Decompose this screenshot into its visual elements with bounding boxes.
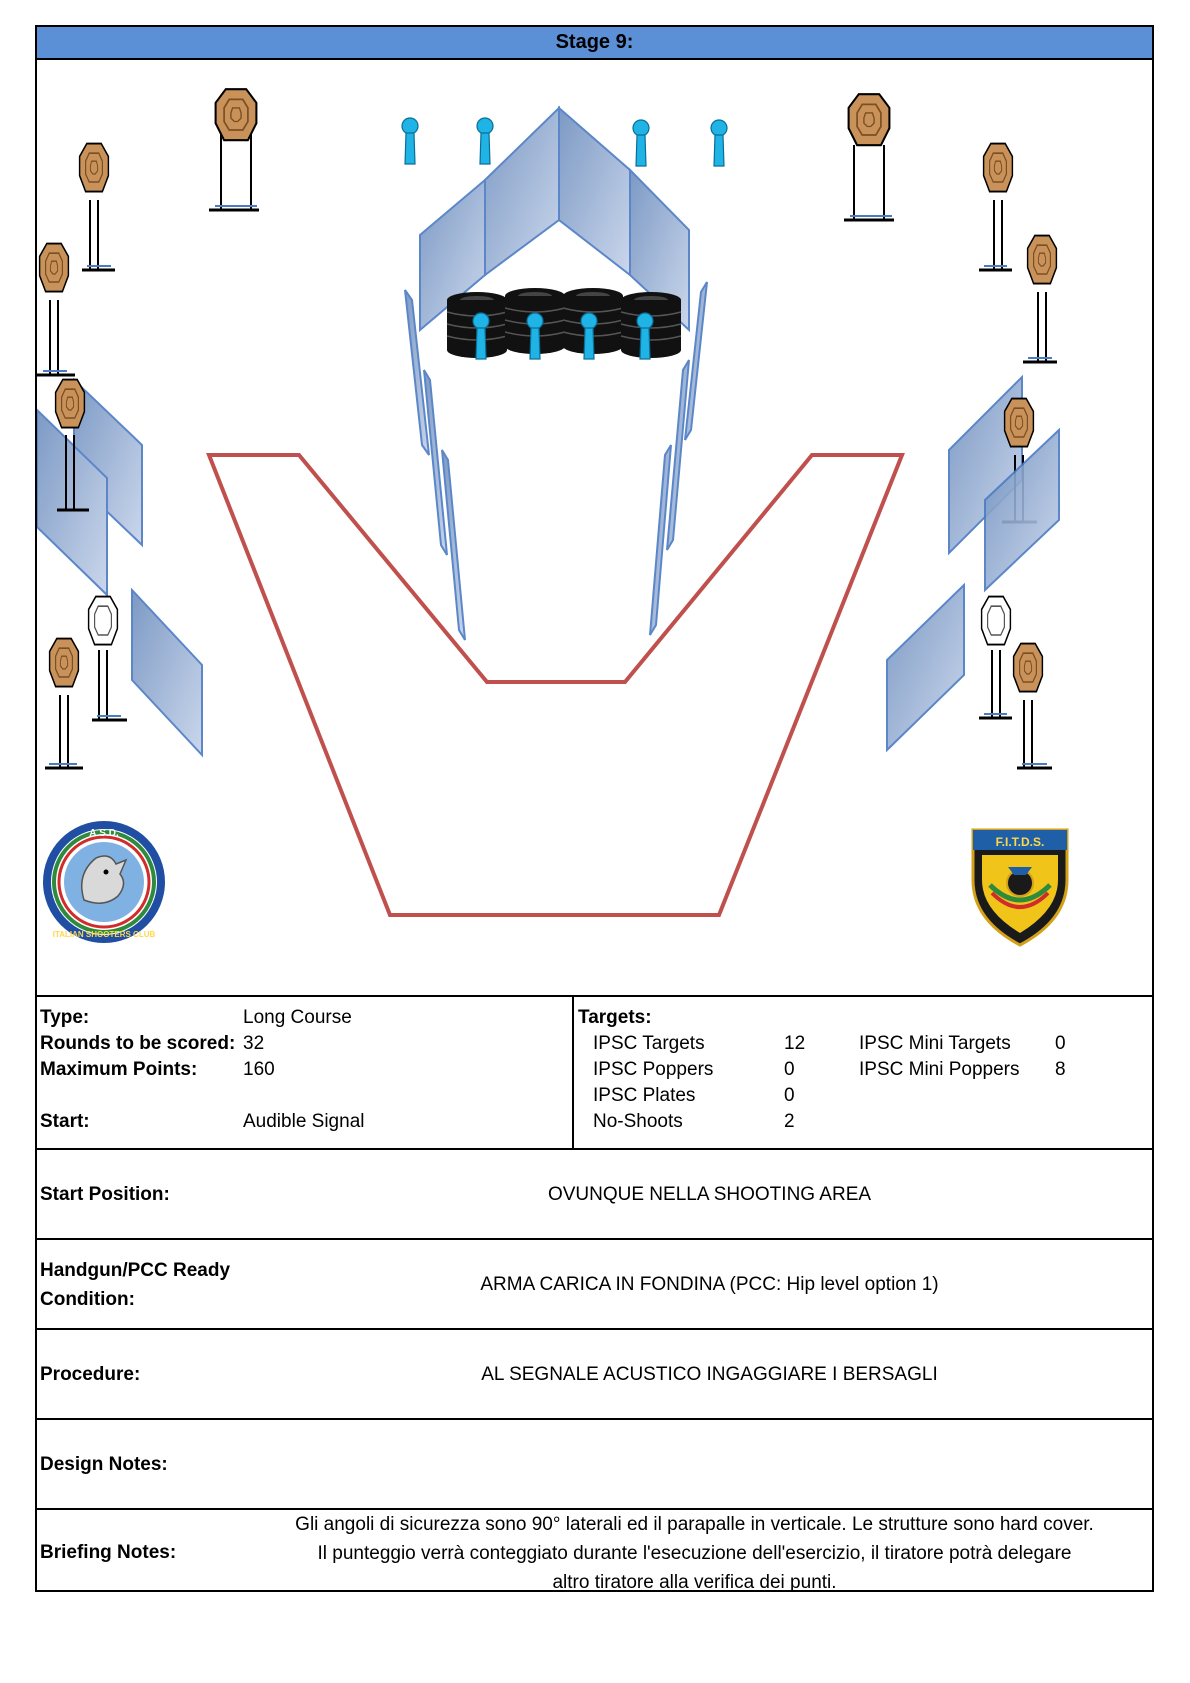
rounds-label: Rounds to be scored: — [40, 1033, 236, 1054]
target-count: 0 — [784, 1085, 795, 1106]
club-logo: A.S.D. ITALIAN SHOOTERS CLUB — [43, 821, 165, 943]
no-shoot-icon — [87, 595, 127, 722]
info-divider — [572, 997, 574, 1148]
rounds-value: 32 — [243, 1033, 265, 1054]
target-name: IPSC Poppers — [593, 1059, 714, 1080]
briefing-notes-line3: altro tiratore alla verifica dei punti. — [552, 1572, 837, 1593]
no-shoot-icon — [979, 595, 1012, 720]
mini-popper-icon — [476, 117, 494, 165]
start-position-value: OVUNQUE NELLA SHOOTING AREA — [547, 1184, 872, 1205]
ready-condition-value: ARMA CARICA IN FONDINA (PCC: Hip level o… — [480, 1274, 939, 1295]
ipsc-target-icon — [979, 142, 1014, 272]
mini-popper-icon — [710, 119, 728, 167]
max-points-value: 160 — [243, 1059, 275, 1080]
target-count: 2 — [784, 1111, 795, 1132]
target-count: 12 — [784, 1033, 806, 1054]
design-notes-row: Design Notes: — [37, 1420, 1152, 1510]
target-name: IPSC Targets — [593, 1033, 705, 1054]
procedure-label: Procedure: — [40, 1364, 141, 1385]
club-logo-top-text: A.S.D. — [89, 828, 119, 839]
ipsc-target-icon — [844, 93, 894, 222]
ipsc-target-icon — [78, 142, 115, 272]
target-count: 0 — [1055, 1033, 1066, 1054]
stage-info: Type: Long Course Rounds to be scored: 3… — [37, 995, 1152, 1150]
ready-condition-label-line1: Handgun/PCC Ready — [40, 1260, 231, 1281]
target-name: IPSC Plates — [593, 1085, 696, 1106]
mini-popper-icon — [401, 117, 419, 165]
ready-condition-row: Handgun/PCC Ready Condition: ARMA CARICA… — [37, 1240, 1152, 1330]
target-count: 8 — [1055, 1059, 1066, 1080]
wall-panel-icon — [131, 587, 203, 758]
stage-sheet: Stage 9: — [35, 25, 1154, 1593]
briefing-notes-line2: Il punteggio verrà conteggiato durante l… — [317, 1543, 1072, 1564]
ipsc-target-icon — [37, 242, 75, 377]
stage-diagram: A.S.D. ITALIAN SHOOTERS CLUB F.I.T.D.S. — [37, 88, 1069, 947]
fitds-logo-top-text: F.I.T.D.S. — [996, 835, 1045, 849]
wall-panel-icon — [404, 281, 708, 641]
ipsc-target-icon — [1012, 642, 1052, 770]
procedure-value: AL SEGNALE ACUSTICO INGAGGIARE I BERSAGL… — [481, 1364, 938, 1385]
start-label: Start: — [40, 1111, 90, 1132]
stage-title: Stage 9: — [37, 27, 1152, 60]
target-name: IPSC Mini Poppers — [859, 1059, 1020, 1080]
club-logo-bottom-text: ITALIAN SHOOTERS CLUB — [53, 930, 156, 939]
fitds-logo: F.I.T.D.S. — [971, 828, 1069, 947]
briefing-notes-row: Briefing Notes: Gli angoli di sicurezza … — [37, 1510, 1152, 1593]
ipsc-target-icon — [45, 637, 83, 770]
briefing-notes-label: Briefing Notes: — [40, 1542, 177, 1563]
wall-panel-icon — [419, 105, 690, 333]
ipsc-target-icon — [1023, 234, 1058, 364]
procedure-row: Procedure: AL SEGNALE ACUSTICO INGAGGIAR… — [37, 1330, 1152, 1420]
type-label: Type: — [40, 1007, 90, 1028]
type-value: Long Course — [243, 1007, 352, 1028]
start-value: Audible Signal — [243, 1111, 365, 1132]
target-name: No-Shoots — [593, 1111, 683, 1132]
ipsc-target-icon — [209, 88, 259, 212]
ready-condition-label-line2: Condition: — [40, 1289, 135, 1310]
targets-label: Targets: — [578, 1007, 652, 1028]
start-position-label: Start Position: — [40, 1184, 170, 1205]
max-points-label: Maximum Points: — [40, 1059, 198, 1080]
wall-panel-icon — [886, 427, 1060, 753]
ipsc-target-icon — [54, 378, 89, 512]
wall-panel-icon — [37, 377, 143, 598]
target-name: IPSC Mini Targets — [859, 1033, 1011, 1054]
mini-popper-icon — [632, 119, 650, 167]
start-position-row: Start Position: OVUNQUE NELLA SHOOTING A… — [37, 1150, 1152, 1240]
design-notes-label: Design Notes: — [40, 1454, 168, 1475]
briefing-notes-line1: Gli angoli di sicurezza sono 90° lateral… — [295, 1514, 1094, 1535]
target-count: 0 — [784, 1059, 795, 1080]
fault-line — [206, 453, 905, 917]
